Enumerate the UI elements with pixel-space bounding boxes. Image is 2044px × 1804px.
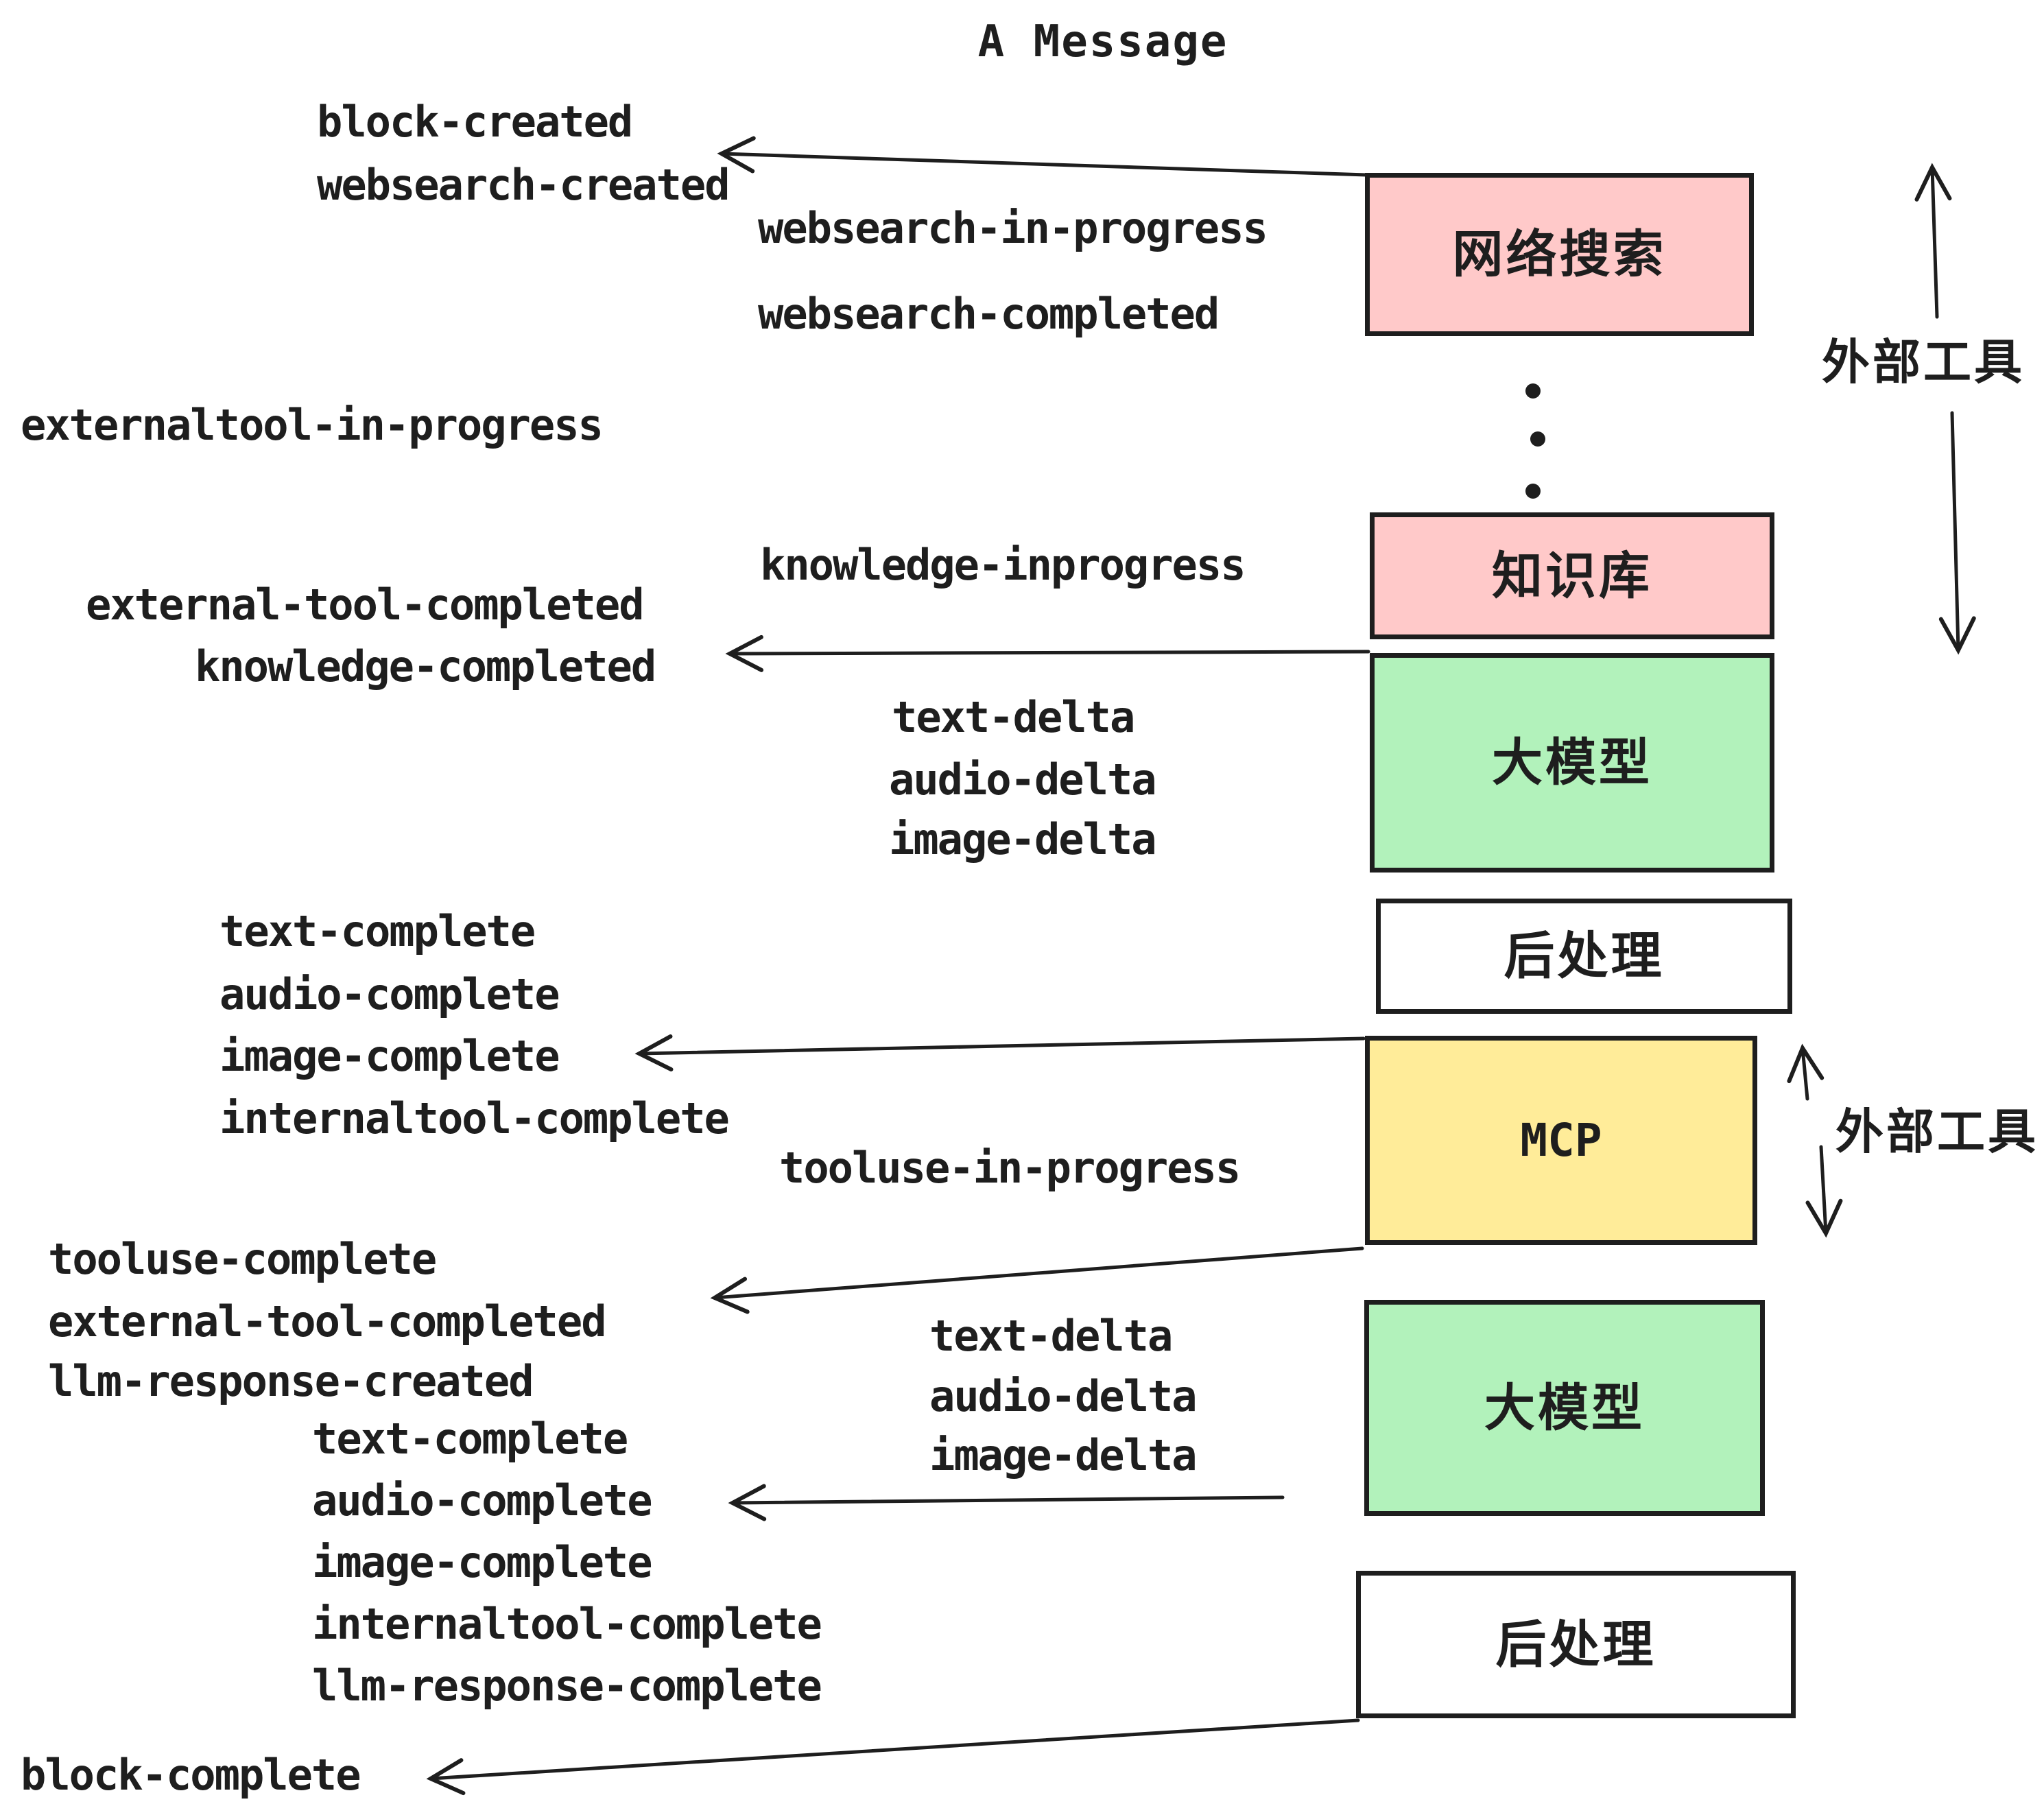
external-tool-up-arrow-1 [1914, 163, 1952, 319]
arrow-llm2-to-audio-complete [728, 1484, 1285, 1521]
arrow-postprocess-to-block-complete [426, 1718, 1360, 1796]
node-postprocess-2: 后处理 [1356, 1571, 1796, 1718]
event-label-tooluse-in-progress: tooluse-in-progress [779, 1143, 1241, 1193]
event-label-externaltool-in-progress: externaltool-in-progress [21, 400, 604, 450]
node-llm-2-label: 大模型 [1484, 1378, 1645, 1438]
event-label-text-complete-1: text-complete [219, 906, 536, 956]
event-label-block-complete: block-complete [21, 1750, 361, 1800]
arrow-mcp-to-tooluse-complete [710, 1246, 1364, 1314]
event-label-audio-delta-2: audio-delta [929, 1371, 1198, 1421]
node-postprocess-1: 后处理 [1376, 899, 1792, 1014]
event-label-image-delta-1: image-delta [889, 814, 1157, 864]
event-label-llm-response-complete: llm-response-complete [312, 1661, 822, 1711]
arrow-websearch-to-block-created [717, 136, 1368, 177]
node-postprocess-1-label: 后处理 [1504, 927, 1665, 986]
event-label-tooluse-complete: tooluse-complete [48, 1234, 437, 1284]
event-label-websearch-created: websearch-created [317, 160, 730, 210]
side-label-external-tool-2: 外部工具 [1835, 1104, 2039, 1160]
node-llm-1-label: 大模型 [1492, 733, 1652, 792]
event-label-internaltool-complete-2: internaltool-complete [312, 1599, 822, 1649]
external-tool-down-arrow-1 [1938, 411, 1976, 655]
arrow-mcp-to-image-complete [634, 1034, 1366, 1072]
external-tool-up-arrow-2 [1787, 1043, 1825, 1101]
external-tool-down-arrow-2 [1805, 1145, 1843, 1238]
event-label-audio-delta-1: audio-delta [889, 755, 1157, 805]
event-label-image-complete-2: image-complete [312, 1537, 653, 1587]
vertical-ellipsis-dot-icon [1525, 383, 1541, 399]
event-label-image-complete-1: image-complete [219, 1031, 560, 1081]
event-label-llm-response-created: llm-response-created [48, 1356, 534, 1406]
event-label-text-delta-2: text-delta [929, 1311, 1173, 1361]
event-label-text-complete-2: text-complete [312, 1414, 628, 1464]
event-label-external-tool-completed-1: external-tool-completed [86, 580, 645, 630]
event-label-audio-complete-2: audio-complete [312, 1475, 653, 1526]
node-knowledge: 知识库 [1370, 512, 1774, 639]
node-mcp: MCP [1365, 1036, 1757, 1245]
node-websearch: 网络搜索 [1365, 173, 1754, 336]
event-label-websearch-in-progress: websearch-in-progress [758, 203, 1268, 253]
node-knowledge-label: 知识库 [1492, 546, 1652, 606]
node-mcp-label: MCP [1520, 1113, 1602, 1167]
node-postprocess-2-label: 后处理 [1495, 1615, 1656, 1674]
event-label-internaltool-complete-1: internaltool-complete [219, 1093, 730, 1143]
vertical-ellipsis-dot-icon [1530, 431, 1545, 447]
vertical-ellipsis-dot-icon [1525, 484, 1541, 499]
event-label-websearch-completed: websearch-completed [758, 289, 1220, 339]
event-label-block-created: block-created [317, 97, 633, 147]
event-label-text-delta-1: text-delta [892, 692, 1135, 742]
event-label-external-tool-completed-2: external-tool-completed [48, 1296, 607, 1346]
node-llm-2: 大模型 [1364, 1300, 1765, 1516]
event-label-knowledge-completed: knowledge-completed [195, 641, 656, 691]
node-llm-1: 大模型 [1370, 653, 1774, 873]
node-websearch-label: 网络搜索 [1452, 225, 1667, 284]
event-label-image-delta-2: image-delta [929, 1430, 1198, 1480]
event-label-knowledge-inprogress: knowledge-inprogress [760, 540, 1246, 590]
diagram-title: A Message [977, 16, 1228, 67]
side-label-external-tool-1: 外部工具 [1822, 334, 2025, 390]
event-label-audio-complete-1: audio-complete [219, 969, 560, 1019]
arrow-llm1-to-knowledge-completed [725, 634, 1370, 672]
